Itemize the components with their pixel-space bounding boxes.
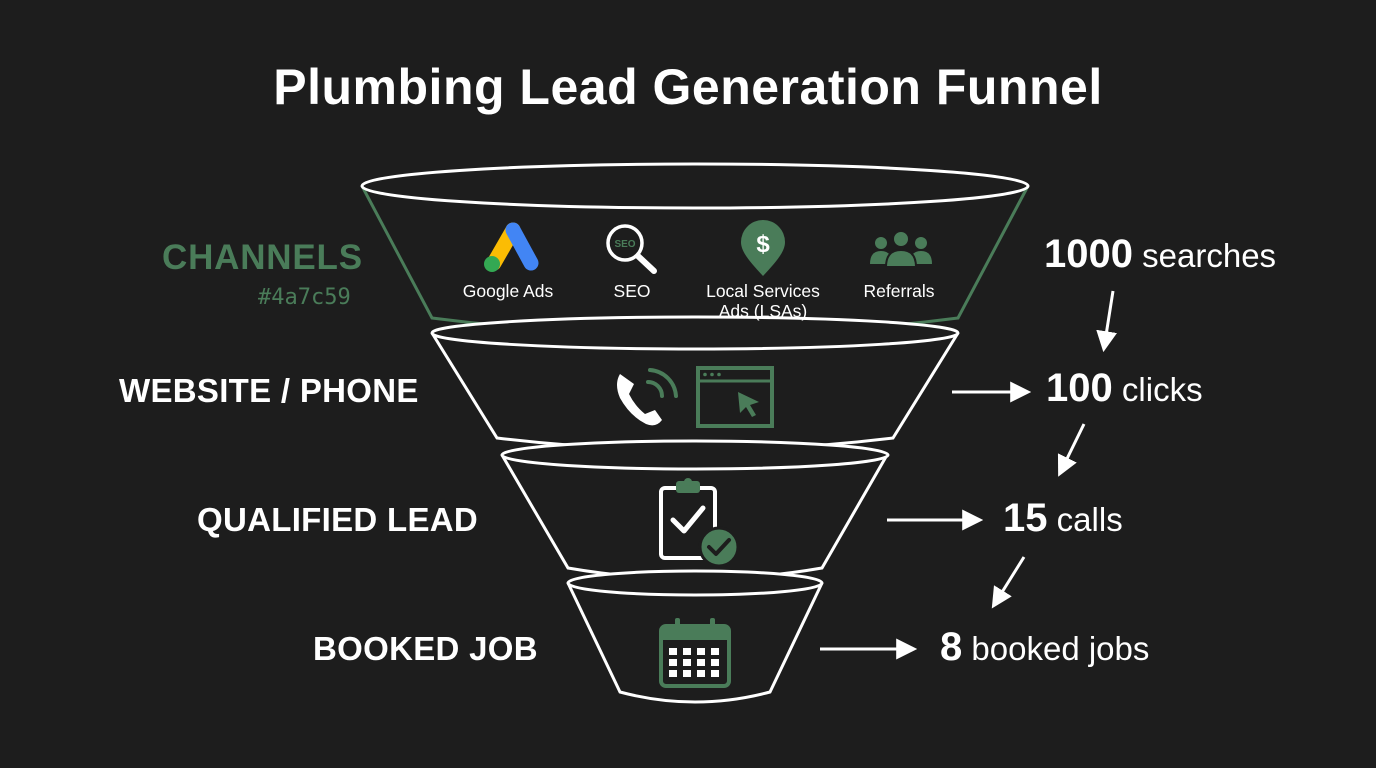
- calendar-cell: [683, 648, 691, 655]
- channel-label-seo: SEO: [613, 281, 651, 301]
- stage-label-qualified-lead: QUALIFIED LEAD: [197, 501, 479, 538]
- calendar-cell: [669, 670, 677, 677]
- stage-note-channels: #4a7c59: [258, 285, 351, 310]
- calendar-cell: [683, 670, 691, 677]
- metric-calls: 15 calls: [1003, 496, 1123, 541]
- google-ads-icon: [484, 222, 539, 272]
- metric-unit: clicks: [1121, 371, 1203, 408]
- arrow-searches-to-clicks: [1096, 290, 1117, 353]
- metric-searches: 1000 searches: [1044, 232, 1276, 277]
- people-group-icon: [870, 230, 932, 268]
- calendar-cell: [697, 670, 705, 677]
- channel-label-referrals: Referrals: [863, 281, 935, 301]
- metric-value: 8: [940, 625, 963, 669]
- dollar-map-pin-icon: $: [741, 220, 785, 276]
- svg-text:SEO: SEO: [614, 239, 635, 250]
- funnel-tier-booked-job: [566, 569, 824, 704]
- calendar-cell: [711, 670, 719, 677]
- calendar-cell: [683, 659, 691, 666]
- calendar-cell: [711, 648, 719, 655]
- metric-value: 15: [1003, 496, 1048, 540]
- metric-flow-arrows: [820, 290, 1117, 660]
- diagram-title: Plumbing Lead Generation Funnel: [273, 59, 1103, 115]
- calendar-cell: [697, 648, 705, 655]
- arrow-clicks-to-calls: [1057, 423, 1086, 477]
- calendar-icon: [659, 618, 731, 688]
- metric-unit: searches: [1142, 237, 1277, 274]
- calendar-cell: [669, 648, 677, 655]
- svg-text:$: $: [756, 231, 770, 258]
- channel-label-google-ads: Google Ads: [462, 281, 554, 301]
- arrow-calls-to-jobs: [991, 556, 1026, 609]
- calendar-cell: [669, 659, 677, 666]
- funnel-tier-website-phone: [430, 315, 960, 452]
- metric-value: 1000: [1044, 232, 1133, 276]
- stage-label-channels: CHANNELS: [162, 238, 363, 277]
- channel-label-lsas-line1: Local Services: [706, 281, 820, 301]
- metric-unit: booked jobs: [971, 630, 1150, 667]
- channel-label-lsas-line2: Ads (LSAs): [718, 301, 808, 321]
- funnel-tier-channels: [360, 162, 1030, 337]
- phone-call-icon: [617, 368, 678, 426]
- metric-clicks: 100 clicks: [1046, 366, 1203, 411]
- metric-unit: calls: [1056, 501, 1123, 538]
- browser-cursor-icon: [696, 366, 774, 428]
- stage-label-booked-job: BOOKED JOB: [313, 630, 538, 667]
- metric-value: 100: [1046, 366, 1113, 410]
- metric-booked-jobs: 8 booked jobs: [940, 625, 1149, 670]
- stage-label-website-phone: WEBSITE / PHONE: [119, 372, 419, 409]
- clipboard-check-icon: [659, 478, 740, 568]
- seo-magnifier-icon: SEO: [606, 224, 657, 274]
- calendar-cell: [711, 659, 719, 666]
- calendar-cell: [697, 659, 705, 666]
